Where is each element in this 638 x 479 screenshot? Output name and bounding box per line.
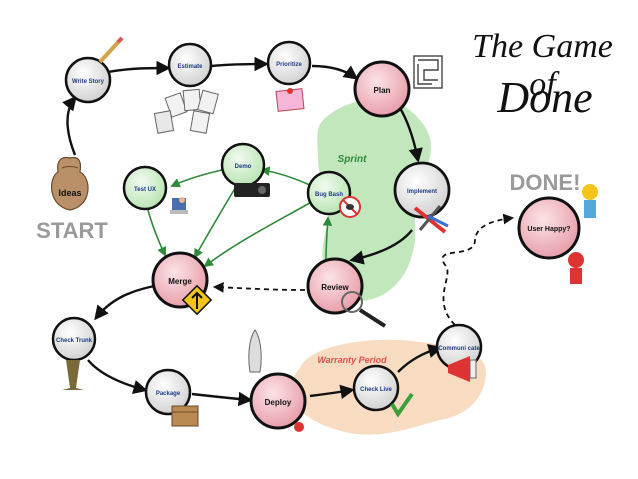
svg-text:Implement: Implement bbox=[407, 189, 437, 195]
maze-icon bbox=[413, 55, 443, 89]
rocket-icon bbox=[248, 329, 304, 432]
tools-icon bbox=[413, 205, 449, 234]
node-plan[interactable]: Plan bbox=[353, 60, 411, 118]
sticky-note-icon bbox=[275, 88, 305, 112]
sprint-region bbox=[317, 99, 432, 301]
node-implement[interactable]: Implement bbox=[393, 161, 451, 219]
checkmark-icon bbox=[390, 392, 414, 418]
megaphone-icon bbox=[448, 356, 477, 382]
node-estimate[interactable]: Estimate bbox=[167, 42, 213, 88]
tree-trunk-icon bbox=[62, 360, 84, 390]
svg-text:Plan: Plan bbox=[374, 86, 391, 95]
title-line-1: The Game of bbox=[472, 28, 613, 103]
svg-text:Prioritize: Prioritize bbox=[276, 62, 302, 68]
cardboard-box-icon bbox=[171, 405, 199, 427]
svg-text:Merge: Merge bbox=[168, 277, 192, 286]
node-bug-bash[interactable]: Bug Bash bbox=[306, 170, 352, 216]
ideas-label[interactable]: Ideas bbox=[58, 188, 81, 198]
person-at-computer-icon bbox=[170, 197, 188, 214]
planning-poker-cards-icon bbox=[153, 88, 219, 134]
svg-text:Test UX: Test UX bbox=[134, 187, 156, 193]
start-label: START bbox=[36, 218, 108, 243]
svg-text:Write Story: Write Story bbox=[72, 79, 105, 85]
pencil-icon bbox=[98, 36, 124, 64]
node-write-story[interactable]: Write Story bbox=[64, 56, 112, 104]
node-review[interactable]: Review bbox=[306, 257, 364, 315]
svg-text:Estimate: Estimate bbox=[177, 64, 203, 70]
node-package[interactable]: Package bbox=[144, 368, 192, 416]
node-check-live[interactable]: Check Live bbox=[352, 364, 400, 412]
green-arrows bbox=[147, 166, 333, 268]
merge-sign-icon bbox=[181, 284, 213, 316]
done-label: DONE! bbox=[510, 170, 581, 195]
node-user-happy[interactable]: User Happy? bbox=[517, 196, 581, 260]
svg-text:Bug Bash: Bug Bash bbox=[315, 192, 343, 198]
svg-text:Review: Review bbox=[321, 283, 349, 292]
node-deploy[interactable]: Deploy bbox=[249, 372, 307, 430]
svg-text:User Happy?: User Happy? bbox=[527, 226, 570, 233]
svg-text:Check Trunk: Check Trunk bbox=[56, 338, 93, 344]
svg-text:Deploy: Deploy bbox=[265, 398, 292, 407]
projector-icon bbox=[234, 183, 270, 197]
svg-text:Demo: Demo bbox=[235, 164, 252, 170]
node-test-ux[interactable]: Test UX bbox=[122, 165, 168, 211]
magnifying-glass-icon bbox=[341, 291, 387, 328]
node-check-trunk[interactable]: Check Trunk bbox=[51, 316, 97, 362]
dashed-arrows bbox=[212, 213, 515, 326]
svg-text:Communi cate: Communi cate bbox=[438, 346, 480, 352]
sprint-label: Sprint bbox=[338, 154, 368, 165]
happy-and-angry-user-icon bbox=[568, 184, 598, 284]
svg-text:Package: Package bbox=[156, 391, 181, 397]
flow-arrows bbox=[62, 56, 443, 407]
node-prioritize[interactable]: Prioritize bbox=[266, 40, 312, 86]
no-bugs-icon bbox=[339, 196, 361, 218]
title-line-2: Done bbox=[497, 73, 593, 122]
warranty-label: Warranty Period bbox=[317, 355, 387, 365]
money-bag-icon bbox=[51, 156, 89, 211]
svg-text:Check Live: Check Live bbox=[360, 387, 392, 393]
node-demo[interactable]: Demo bbox=[220, 142, 266, 188]
